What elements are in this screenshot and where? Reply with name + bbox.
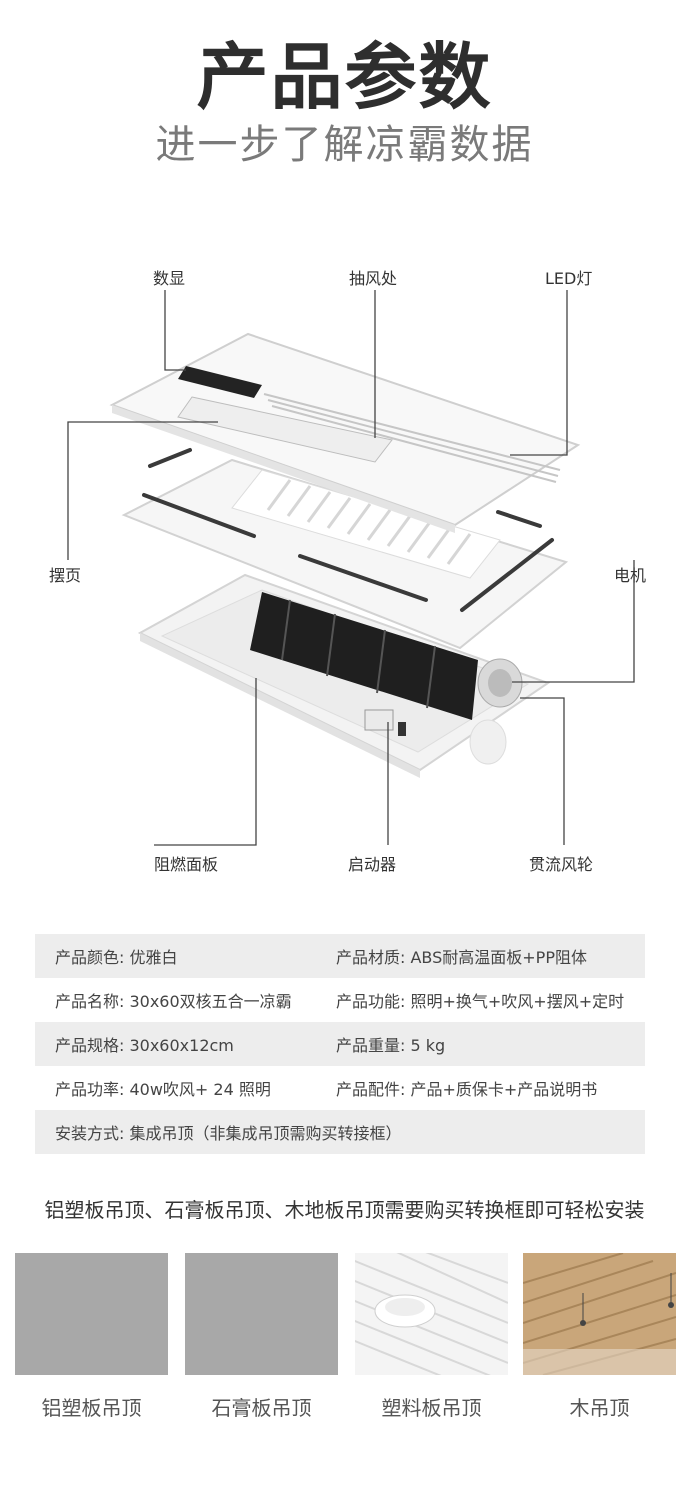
spec-function: 产品功能: 照明+换气+吹风+摆风+定时 [336,992,625,1011]
exploded-diagram-illustration [67,290,635,846]
ceiling-caption-wood: 木吊顶 [569,1396,630,1420]
spec-table: 产品颜色: 优雅白 产品材质: ABS耐高温面板+PP阻体 产品名称: 30x6… [35,934,645,1154]
label-swing-top: 摆页 [49,566,82,585]
label-cross-flow-wheel: 贯流风轮 [529,855,594,874]
spec-weight: 产品重量: 5 kg [336,1036,446,1055]
spec-install: 安装方式: 集成吊顶（非集成吊顶需购买转接框） [55,1124,402,1143]
label-flame-panel: 阻燃面板 [154,855,219,874]
ceiling-caption-plastic: 塑料板吊顶 [381,1396,482,1420]
cross-flow-wheel-part [250,592,523,765]
label-motor: 电机 [614,566,647,585]
exploded-diagram: 数显 抽风处 LED灯 摆页 电机 阻燃面板 启动器 贯流风轮 [0,250,689,890]
spec-accessories: 产品配件: 产品+质保卡+产品说明书 [336,1080,598,1099]
spec-power: 产品功率: 40w吹风+ 24 照明 [55,1080,271,1099]
install-note: 铝塑板吊顶、石膏板吊顶、木地板吊顶需要购买转换框即可轻松安装 [44,1198,645,1222]
label-starter: 启动器 [348,855,397,874]
label-led-light: LED灯 [545,269,593,288]
top-panel-part [109,332,581,533]
spec-row: 产品名称: 30x60双核五合一凉霸 产品功能: 照明+换气+吹风+摆风+定时 [35,978,645,1022]
callout-lines [67,290,635,846]
page-subtitle: 进一步了解凉霸数据 [155,122,534,168]
spec-material: 产品材质: ABS耐高温面板+PP阻体 [336,948,587,967]
page-title: 产品参数 [196,35,493,119]
ceiling-caption-aluminum: 铝塑板吊顶 [41,1396,142,1420]
spec-size: 产品规格: 30x60x12cm [55,1036,234,1055]
ceiling-image-wood [523,1253,676,1375]
spec-row: 产品规格: 30x60x12cm 产品重量: 5 kg [35,1022,645,1066]
label-air-intake: 抽风处 [349,269,398,288]
spec-row: 安装方式: 集成吊顶（非集成吊顶需购买转接框） [35,1110,645,1154]
label-display: 数显 [153,269,186,288]
ceiling-caption-gypsum: 石膏板吊顶 [211,1396,312,1420]
spec-name: 产品名称: 30x60双核五合一凉霸 [55,992,292,1011]
ceiling-image-gypsum [185,1253,338,1375]
ceiling-image-plastic [355,1253,508,1375]
spec-color: 产品颜色: 优雅白 [55,948,178,967]
spec-row: 产品功率: 40w吹风+ 24 照明 产品配件: 产品+质保卡+产品说明书 [35,1066,645,1110]
swing-tray-part [121,448,569,650]
spec-row: 产品颜色: 优雅白 产品材质: ABS耐高温面板+PP阻体 [35,934,645,978]
ceiling-image-aluminum [15,1253,168,1375]
